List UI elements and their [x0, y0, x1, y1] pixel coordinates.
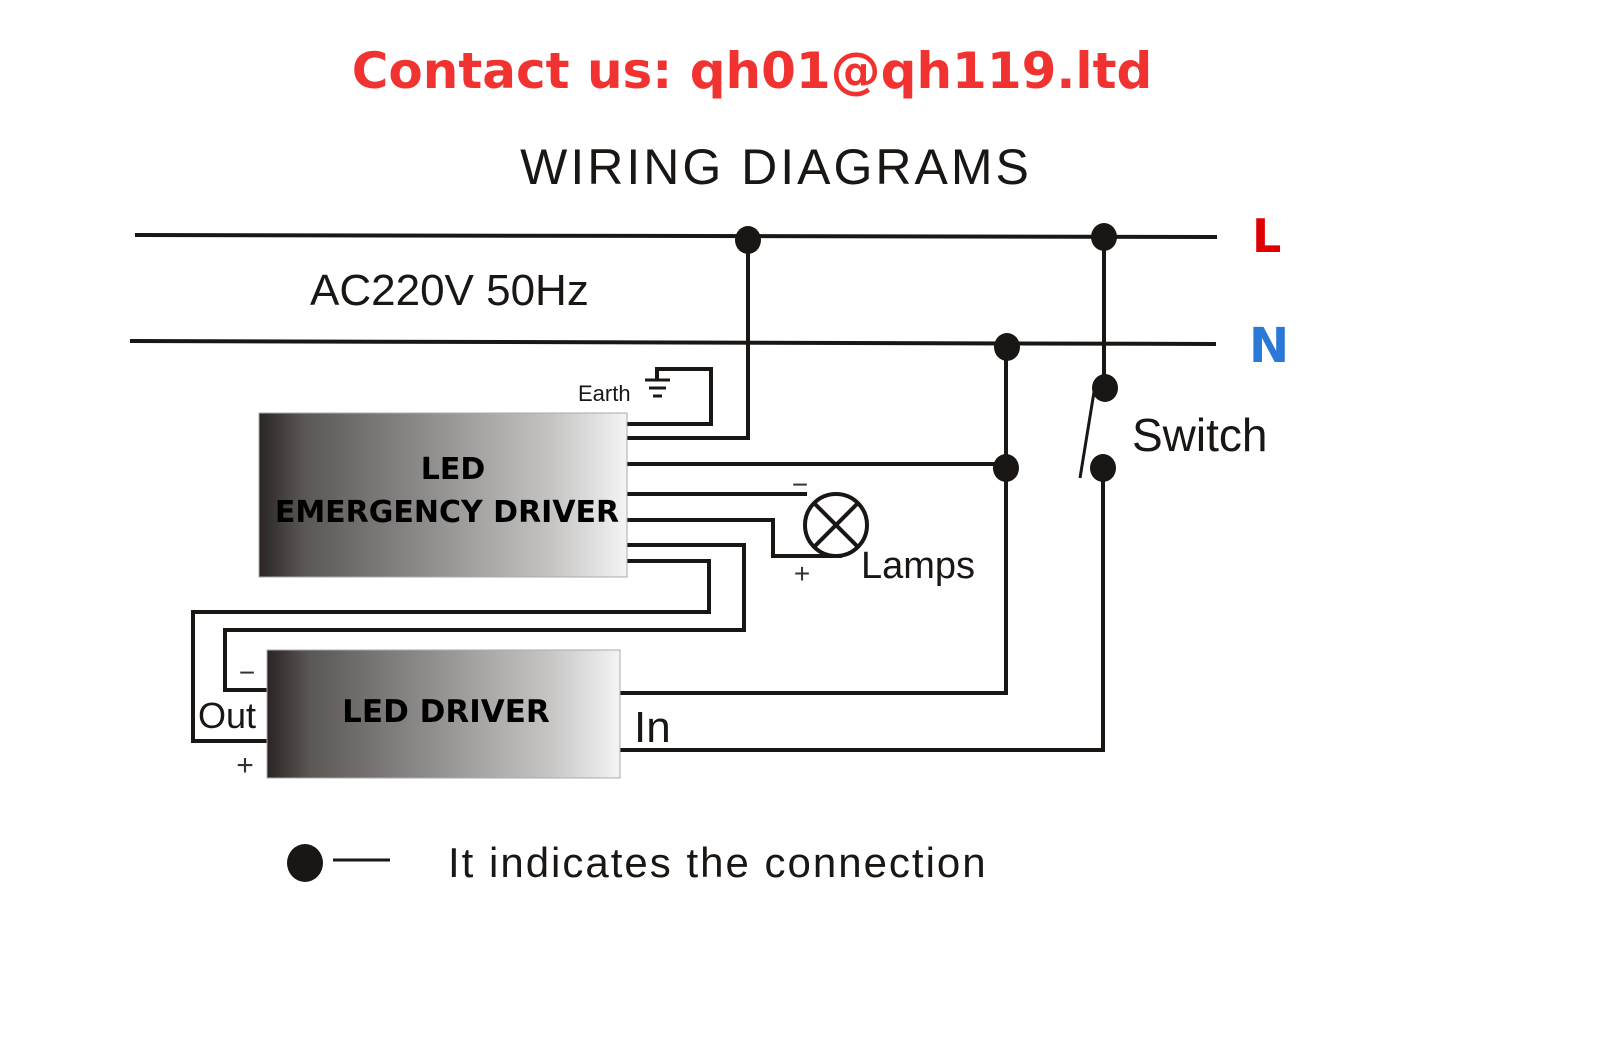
led-driver-plus-label: +	[236, 749, 254, 782]
driver-output-wire-outer	[191, 559, 711, 743]
led-driver-in-label: In	[634, 703, 671, 752]
connection-dots	[735, 223, 1118, 482]
lamp-plus-label: +	[794, 558, 810, 589]
led-emergency-driver: LED EMERGENCY DRIVER	[258, 412, 628, 578]
emergency-line-feed-wire	[626, 238, 750, 440]
contact-text: Contact us: qh01@qh119.ltd	[352, 42, 1153, 100]
connection-dot	[735, 226, 761, 254]
led-driver-minus-label: −	[239, 657, 255, 688]
line-conductor-wire	[134, 232, 1218, 240]
supply-label: AC220V 50Hz	[310, 266, 589, 315]
legend-text: It indicates the connection	[448, 839, 988, 886]
emergency-driver-label-line1: LED	[421, 452, 486, 487]
neutral-conductor-wire	[129, 338, 1217, 347]
connection-dot	[993, 454, 1019, 482]
line-label: L	[1252, 209, 1281, 263]
earth-label: Earth	[578, 381, 631, 406]
earth-wire	[626, 367, 713, 426]
led-driver-out-label: Out	[198, 695, 256, 736]
connection-dot	[1092, 374, 1118, 402]
lamp-icon	[803, 492, 869, 558]
neutral-label: N	[1249, 318, 1289, 374]
switch-lever[interactable]	[1078, 391, 1096, 479]
driver-output-wire-inner	[223, 543, 746, 692]
emergency-driver-label-line2: EMERGENCY DRIVER	[275, 495, 619, 530]
switched-line-wire	[618, 468, 1105, 752]
diagram-title: WIRING DIAGRAMS	[520, 139, 1032, 195]
led-driver-label: LED DRIVER	[342, 694, 550, 730]
connection-dot	[1091, 223, 1117, 251]
led-driver: LED DRIVER	[266, 649, 621, 779]
connection-dot	[994, 333, 1020, 361]
lamp-positive-wire	[626, 518, 842, 558]
connection-dot	[1090, 454, 1116, 482]
lamp-minus-label: −	[792, 469, 808, 500]
legend: It indicates the connection	[287, 839, 988, 886]
earth-ground-icon	[645, 378, 670, 398]
lamps-label: Lamps	[861, 545, 975, 587]
connection-dot-icon	[287, 844, 390, 882]
switch-label: Switch	[1132, 409, 1267, 461]
